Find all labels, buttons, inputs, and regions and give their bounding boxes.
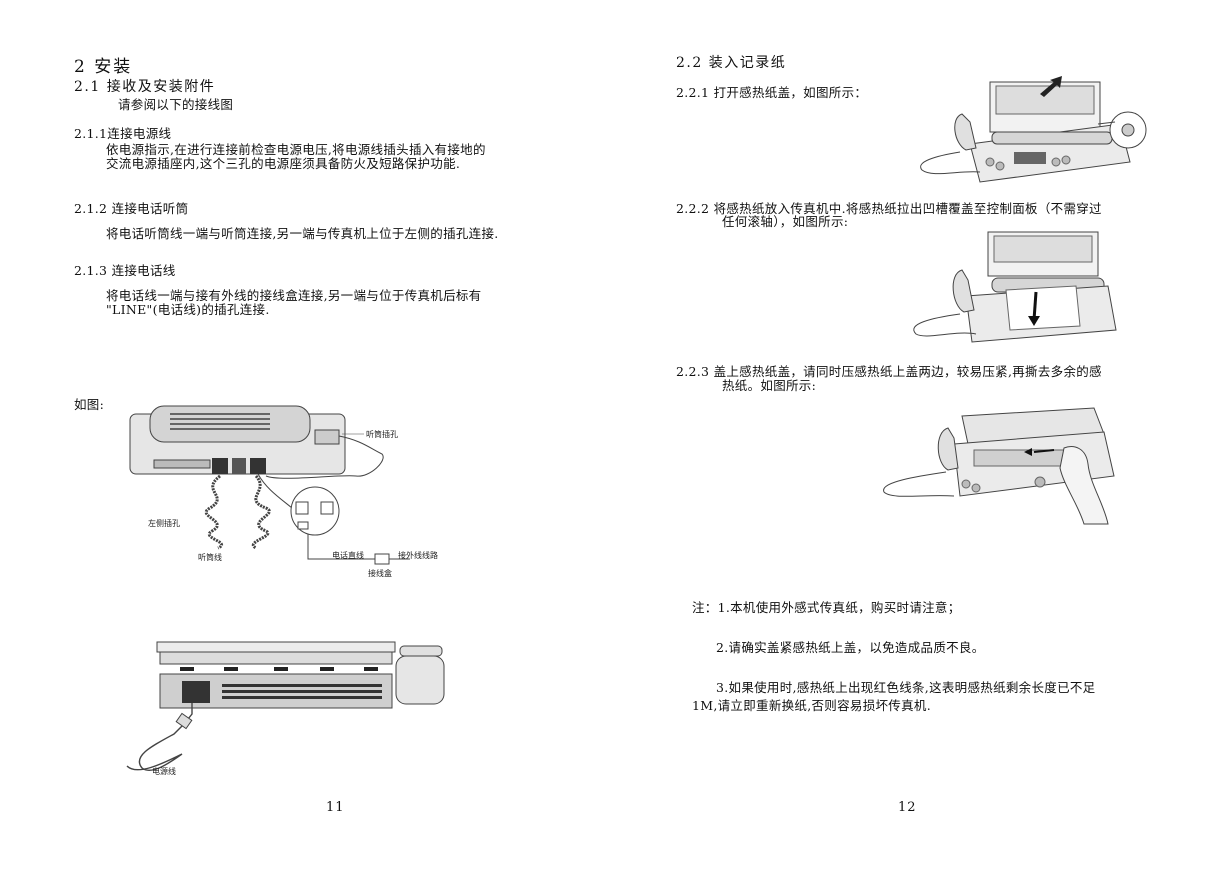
- fax-machine-rear-view: [156, 641, 445, 709]
- section-2-2-3-line1: 2.2.3 盖上感热纸盖，请同时压感热纸上盖两边，较易压紧,再撕去多余的感: [676, 364, 1102, 379]
- label-handset-cord: 听筒线: [198, 552, 222, 562]
- section-2-2-3-line2: 热纸。如图所示:: [722, 378, 817, 393]
- label-left-jack: 左侧插孔: [148, 518, 180, 528]
- section-2-2-title: 2.2 装入记录纸: [676, 55, 787, 71]
- note-3-line1: 3.如果使用时,感热纸上出现红色线条,这表明感热纸剩余长度已不足: [716, 680, 1096, 695]
- section-2-1-3-title: 2.1.3 连接电话线: [74, 263, 176, 278]
- section-2-2-2-line2: 任何滚轴），如图所示:: [722, 214, 849, 229]
- section-2-1-3-line2: "LINE"(电话线)的插孔连接.: [106, 302, 270, 317]
- insert-paper-illustration: [913, 231, 1117, 343]
- section-2-1-title: 2.1 接收及安装附件: [74, 79, 216, 95]
- open-cover-illustration: [920, 76, 1147, 183]
- close-cover-illustration: [883, 407, 1115, 525]
- page-number-right: 12: [898, 800, 917, 815]
- section-2-1-text: 请参阅以下的接线图: [118, 97, 234, 112]
- section-2-2-1-text: 2.2.1 打开感热纸盖，如图所示：: [676, 85, 868, 100]
- section-2-2-2-line1: 2.2.2 将感热纸放入传真机中.将感热纸拉出凹槽覆盖至控制面板（不需穿过: [676, 201, 1102, 216]
- section-2-1-2-title: 2.1.2 连接电话听筒: [74, 201, 189, 216]
- label-external-line: 接外线线路: [398, 550, 438, 560]
- note-2: 2.请确实盖紧感热纸上盖，以免造成品质不良。: [716, 640, 985, 655]
- section-title: 2 安装: [74, 57, 133, 77]
- note-3-line2: 1M,请立即重新换纸,否则容易损坏传真机.: [692, 698, 931, 713]
- section-2-1-1-line1: 依电源指示,在进行连接前检查电源电压,将电源线插头插入有接地的: [106, 142, 486, 157]
- section-2-1-2-text: 将电话听筒线一端与听筒连接,另一端与传真机上位于左侧的插孔连接.: [106, 226, 499, 241]
- label-power-cord: 电源线: [152, 766, 176, 776]
- label-phone-line: 电话直线: [332, 550, 364, 560]
- page-number-left: 11: [326, 800, 345, 815]
- left-page: 2 安装 2.1 接收及安装附件 请参阅以下的接线图 2.1.1连接电源线 依电…: [74, 57, 499, 816]
- label-junction-box: 接线盒: [368, 568, 392, 578]
- section-2-1-1-line2: 交流电源插座内,这个三孔的电源座须具备防火及短路保护功能.: [106, 156, 461, 171]
- connection-diagram: 听筒插孔 左侧插孔 听筒线 电话直线 接外线线路 接线盒: [129, 405, 438, 578]
- note-1: 注：1.本机使用外感式传真纸，购买时请注意；: [692, 600, 961, 615]
- power-connection-diagram: 电源线: [126, 641, 445, 776]
- section-2-1-1-title: 2.1.1连接电源线: [74, 126, 172, 141]
- right-page: 2.2 装入记录纸 2.2.1 打开感热纸盖，如图所示： 2.2.2 将感热纸放…: [614, 0, 1228, 870]
- label-handset-jack: 听筒插孔: [366, 429, 398, 439]
- section-2-1-3-line1: 将电话线一端与接有外线的接线盒连接,另一端与位于传真机后标有: [106, 288, 482, 303]
- figure-label: 如图:: [74, 397, 105, 412]
- fax-machine-side-view: [129, 405, 346, 475]
